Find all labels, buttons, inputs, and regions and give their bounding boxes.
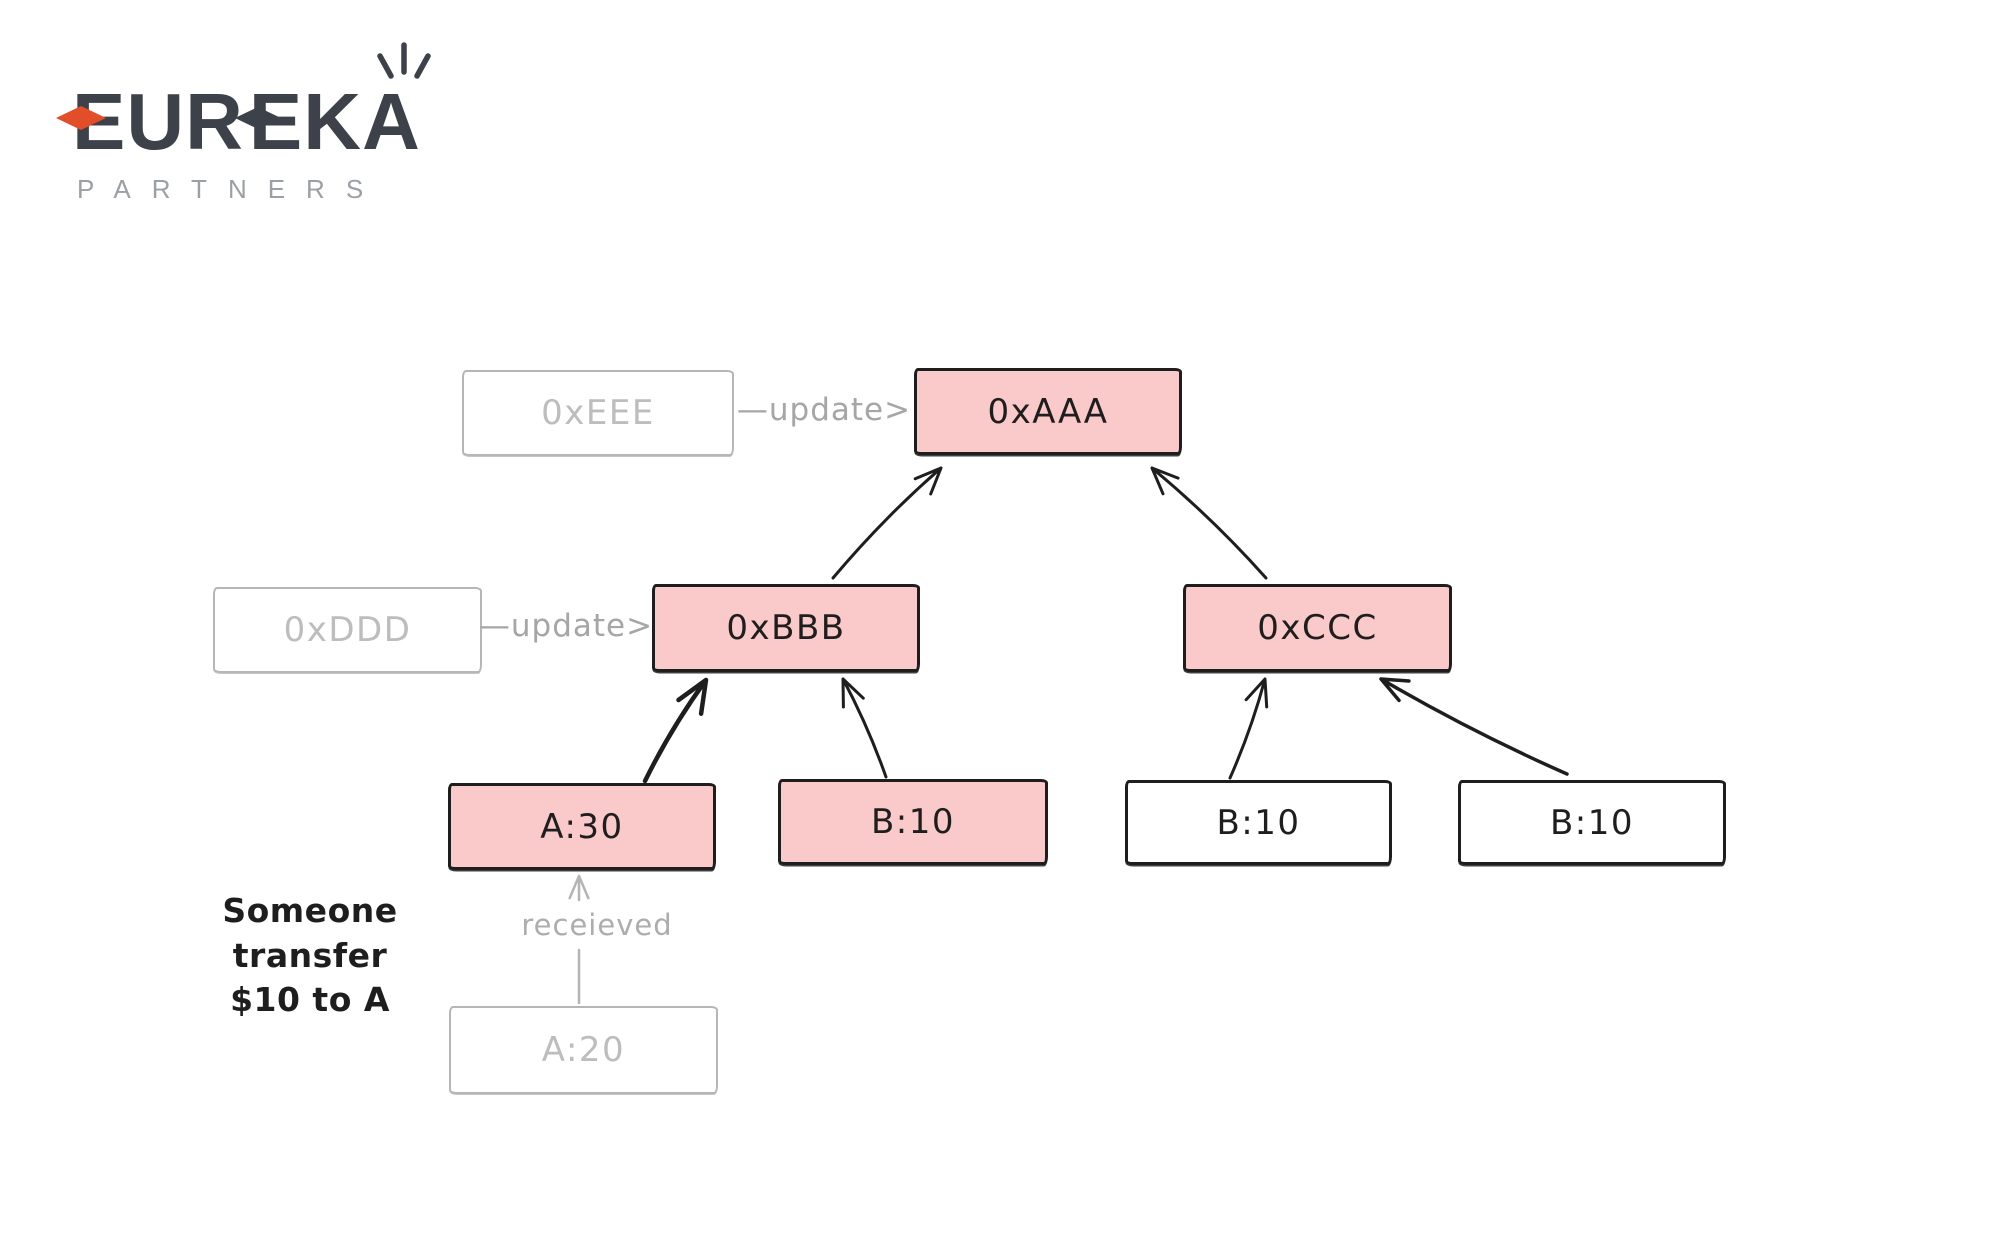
node-A30: A:30 (448, 783, 716, 870)
transfer-note-line1: Someone transfer (222, 891, 398, 975)
node-0xDDD: 0xDDD (213, 587, 482, 673)
node-0xBBB-label: 0xBBB (726, 608, 846, 648)
node-0xEEE-label: 0xEEE (541, 393, 655, 433)
transfer-note: Someone transfer $10 to A (160, 889, 460, 1023)
node-B10-pink: B:10 (778, 779, 1048, 865)
logo-subtitle: PARTNERS (77, 174, 385, 204)
node-0xEEE: 0xEEE (462, 370, 734, 456)
logo-letter-e1: E (56, 82, 126, 162)
sparkle-rays-icon (377, 42, 431, 79)
logo-letter-r: R (185, 77, 244, 166)
logo-letter-a: A (362, 42, 431, 162)
node-0xCCC: 0xCCC (1183, 584, 1452, 672)
node-B10-pink-label: B:10 (870, 802, 956, 842)
dark-diamond-icon (234, 107, 281, 129)
node-A20: A:20 (449, 1006, 718, 1094)
node-B10-right-label: B:10 (1549, 802, 1635, 843)
node-0xAAA-label: 0xAAA (987, 391, 1109, 432)
node-0xCCC-label: 0xCCC (1257, 608, 1378, 648)
node-A20-label: A:20 (541, 1030, 626, 1070)
logo-letter-u: U (126, 77, 186, 166)
logo-wordmark: E U R E K A (56, 42, 431, 166)
node-A30-label: A:30 (540, 806, 624, 847)
node-0xDDD-label: 0xDDD (283, 610, 412, 650)
update-label-top: —update> (736, 392, 912, 428)
logo-letter-e2: E (234, 82, 303, 162)
node-B10-left: B:10 (1125, 780, 1392, 865)
node-0xBBB: 0xBBB (652, 584, 920, 672)
node-0xAAA: 0xAAA (914, 368, 1182, 455)
eureka-logo: E U R E K A PARTNERS (56, 42, 431, 205)
node-B10-right: B:10 (1458, 780, 1726, 865)
transfer-note-line2: $10 to A (230, 980, 390, 1020)
received-label: receieved (521, 908, 673, 942)
node-B10-left-label: B:10 (1216, 802, 1301, 843)
logo-letter-k: K (303, 77, 363, 166)
update-label-mid: —update> (478, 608, 654, 644)
